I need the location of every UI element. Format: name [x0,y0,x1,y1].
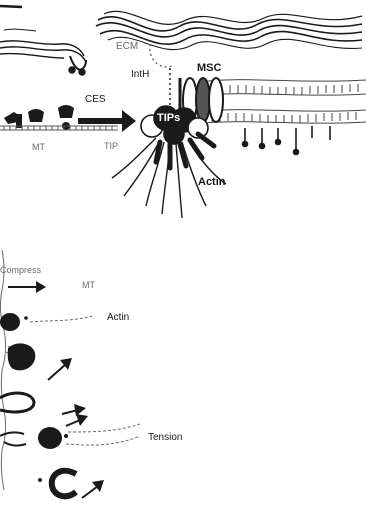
membrane-anchors [243,126,331,155]
ces-arrow [78,110,136,132]
msc-label: MSC [197,63,221,74]
row5-body [0,414,140,449]
row3-body [8,343,72,380]
top-left-fiber-bundle [0,6,86,75]
mt-label-bottom: MT [82,281,95,290]
ecm-label: ECM [116,42,138,52]
mt-label: MT [32,143,45,152]
actin-label-top: Actin [198,177,226,188]
compression-arrow [8,281,46,293]
tension-label: Tension [148,433,182,443]
row2-body [0,313,92,331]
tip-label: TIP [104,142,118,151]
tips-label: TIPs [157,113,180,124]
row4-body [0,393,86,416]
row6-body [38,471,104,498]
compression-label: Compress [0,266,41,275]
actin-label-bottom: Actin [107,313,129,323]
inth-label: IntH [131,70,149,80]
ces-label: CES [85,95,106,105]
